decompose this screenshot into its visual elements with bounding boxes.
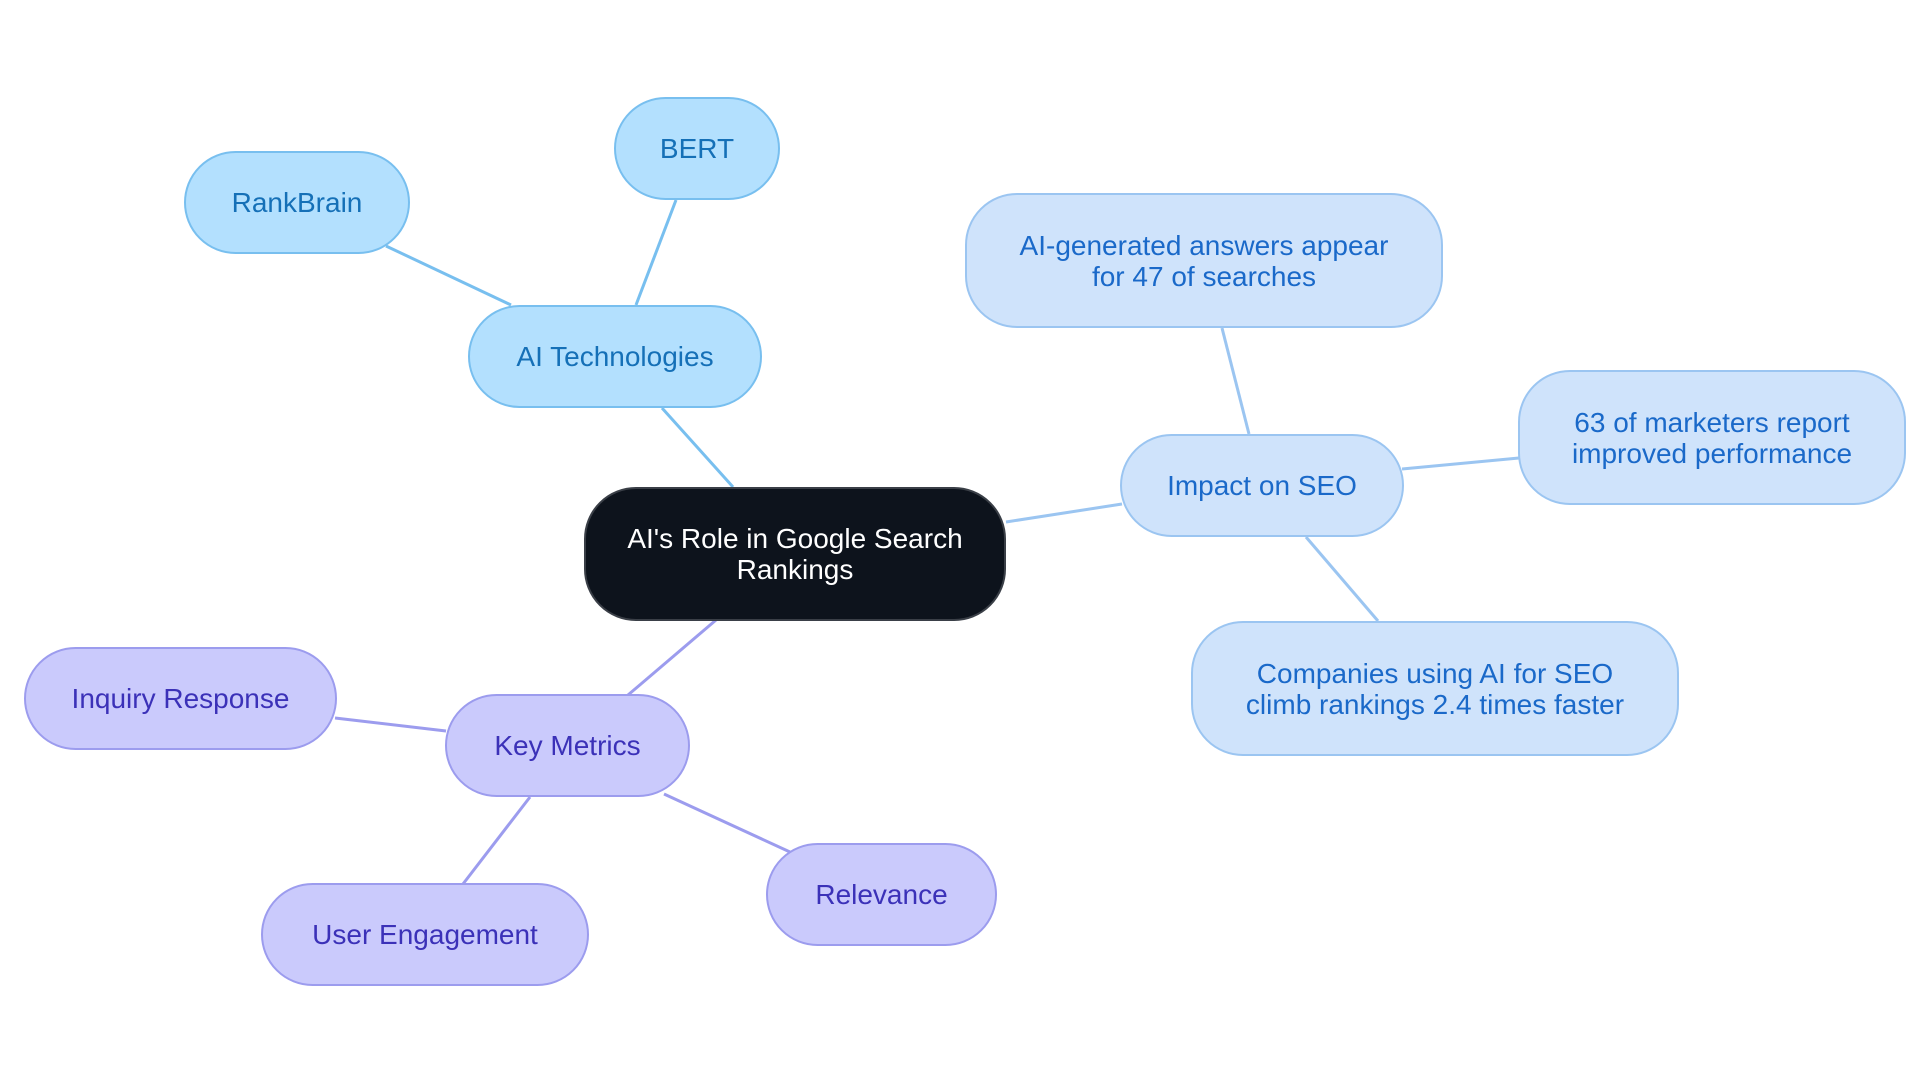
leaf-ai-answers-line-1: AI-generated answers appear bbox=[1019, 229, 1389, 261]
link-ai-technologies-rankbrain bbox=[385, 244, 512, 307]
link-root-ai-technologies bbox=[660, 406, 735, 489]
leaf-marketers-line-2: improved performance bbox=[1571, 437, 1853, 469]
leaf-node-user-engagement: User Engagement bbox=[261, 883, 589, 986]
branch-node-impact-on-seo: Impact on SEO bbox=[1120, 434, 1404, 537]
leaf-label-relevance: Relevance bbox=[815, 879, 948, 910]
leaf-node-bert: BERT bbox=[614, 97, 780, 200]
leaf-node-inquiry-response: Inquiry Response bbox=[24, 647, 337, 750]
branch-label-impact-on-seo: Impact on SEO bbox=[1167, 470, 1357, 501]
leaf-node-ai-answers: AI-generated answers appear for 47 of se… bbox=[965, 193, 1443, 328]
branch-node-key-metrics: Key Metrics bbox=[445, 694, 690, 797]
leaf-node-companies: Companies using AI for SEO climb ranking… bbox=[1191, 621, 1679, 756]
link-impact-companies bbox=[1304, 536, 1380, 622]
link-root-key-metrics bbox=[627, 618, 717, 697]
leaf-label-user-engagement: User Engagement bbox=[312, 919, 538, 950]
central-topic-line-1: AI's Role in Google Search bbox=[627, 523, 963, 554]
leaf-node-rankbrain: RankBrain bbox=[184, 151, 410, 254]
leaf-companies-line-2: climb rankings 2.4 times faster bbox=[1245, 688, 1625, 720]
link-impact-ai-answers bbox=[1220, 327, 1251, 435]
link-ai-technologies-bert bbox=[634, 199, 678, 306]
link-key-metrics-relevance bbox=[663, 792, 791, 854]
leaf-label-inquiry-response: Inquiry Response bbox=[71, 683, 290, 714]
leaf-companies-line-1: Companies using AI for SEO bbox=[1256, 657, 1614, 689]
branch-node-ai-technologies: AI Technologies bbox=[468, 305, 762, 408]
link-key-metrics-engagement bbox=[461, 796, 532, 885]
link-impact-marketers bbox=[1401, 456, 1520, 471]
branch-label-key-metrics: Key Metrics bbox=[494, 730, 641, 761]
link-key-metrics-inquiry bbox=[334, 716, 447, 733]
leaf-node-relevance: Relevance bbox=[766, 843, 997, 946]
leaf-node-marketers: 63 of marketers report improved performa… bbox=[1518, 370, 1906, 505]
leaf-ai-answers-line-2: for 47 of searches bbox=[1091, 260, 1317, 292]
leaf-label-rankbrain: RankBrain bbox=[231, 187, 363, 218]
central-topic-line-2: Rankings bbox=[736, 554, 854, 585]
link-root-impact-on-seo bbox=[1005, 502, 1123, 524]
central-topic-node: AI's Role in Google Search Rankings bbox=[584, 487, 1006, 621]
branch-label-ai-technologies: AI Technologies bbox=[516, 341, 714, 372]
leaf-marketers-line-1: 63 of marketers report bbox=[1574, 406, 1850, 438]
leaf-label-bert: BERT bbox=[659, 133, 735, 164]
